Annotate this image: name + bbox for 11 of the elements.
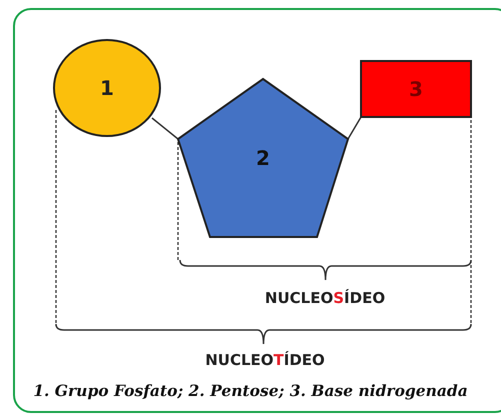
number-label: 1 xyxy=(100,76,114,100)
number-label: 3 xyxy=(409,77,423,101)
pentose-pentagon xyxy=(178,79,348,237)
connector-line xyxy=(152,117,178,140)
bracket-label: NUCLEOSÍDEO xyxy=(264,289,386,307)
caption: 1. Grupo Fosfato; 2. Pentose; 3. Base nidrogenada xyxy=(32,381,469,400)
bracket-label: NUCLEOTÍDEO xyxy=(205,351,325,369)
phosphate-circle xyxy=(54,40,160,136)
base-rectangle xyxy=(361,61,471,117)
number-label: 2 xyxy=(256,146,270,170)
connector-line xyxy=(347,116,362,140)
